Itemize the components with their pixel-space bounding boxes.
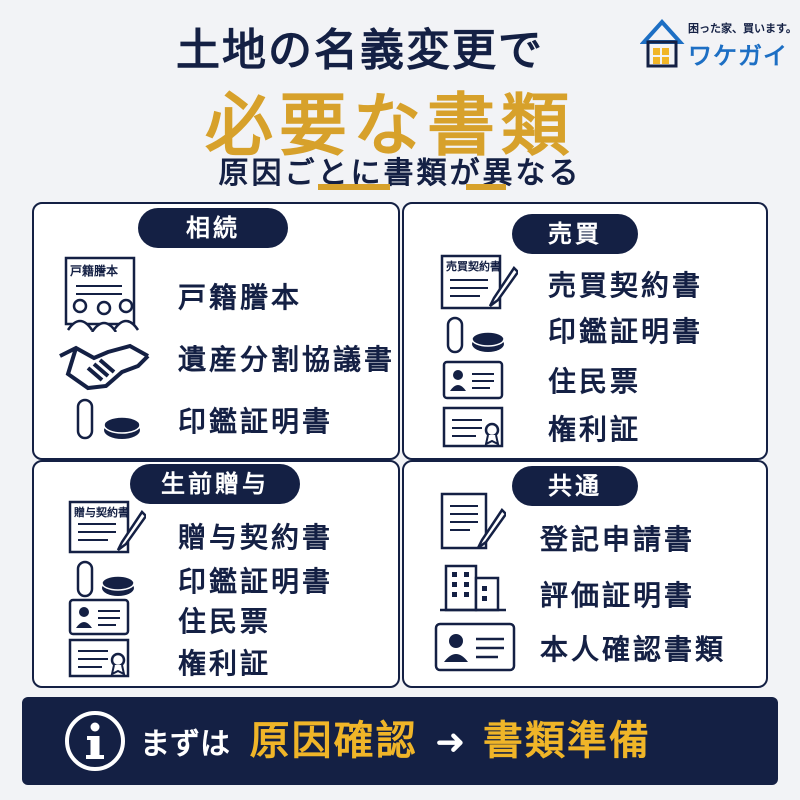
common-item-2: 評価証明書 xyxy=(540,579,696,612)
title-line-2: 必要な書類 xyxy=(204,87,575,166)
id-card-icon xyxy=(442,360,504,400)
banner-text: まずは 原因確認 ➜ 書類準備 xyxy=(140,697,651,785)
gift-item-1: 贈与契約書 xyxy=(178,521,334,554)
gift-item-4: 権利証 xyxy=(178,647,272,680)
family-register-icon xyxy=(64,256,140,332)
certificate-icon xyxy=(68,638,130,678)
title-line-1: 土地の名義変更で xyxy=(176,25,544,76)
inheritance-item-2: 遺産分割協議書 xyxy=(178,343,396,376)
bottom-banner: まずは 原因確認 ➜ 書類準備 xyxy=(22,697,778,785)
sale-item-2: 印鑑証明書 xyxy=(548,315,704,348)
id-card-icon xyxy=(434,622,516,672)
application-form-icon xyxy=(440,492,506,550)
brand-logo: 困った家、買います。 ワケガイ xyxy=(640,14,797,74)
common-item-3: 本人確認書類 xyxy=(540,633,727,666)
gift-contract-icon xyxy=(68,500,146,554)
gift-contract-doc-label: 贈与契約書 xyxy=(74,506,129,519)
sale-contract-doc-label: 売買契約書 xyxy=(446,260,501,273)
arrow-right-icon: ➜ xyxy=(435,722,466,763)
sale-item-1: 売買契約書 xyxy=(548,269,704,302)
building-icon xyxy=(440,564,506,612)
common-item-1: 登記申請書 xyxy=(540,523,696,556)
sale-item-4: 権利証 xyxy=(548,413,642,446)
info-icon xyxy=(65,711,125,771)
section-label-gift: 生前贈与 xyxy=(130,464,300,504)
seal-stamp-icon xyxy=(76,560,135,598)
subtitle: 原因ごとに書類が異なる xyxy=(218,156,582,191)
inheritance-item-3: 印鑑証明書 xyxy=(178,405,334,438)
certificate-icon xyxy=(442,406,504,448)
inheritance-item-1: 戸籍謄本 xyxy=(178,281,303,314)
seal-stamp-icon xyxy=(446,316,505,354)
handshake-icon xyxy=(59,343,150,391)
sale-item-3: 住民票 xyxy=(548,365,642,398)
banner-step-1: 原因確認 xyxy=(249,718,418,764)
section-label-common: 共通 xyxy=(512,466,638,506)
banner-step-2: 書類準備 xyxy=(482,718,651,764)
house-logo-icon xyxy=(640,19,685,68)
logo-tagline: 困った家、買います。 xyxy=(688,22,797,35)
id-card-icon xyxy=(68,598,130,636)
logo-brand-name: ワケガイ xyxy=(688,42,788,70)
sale-contract-icon xyxy=(440,254,518,310)
banner-prefix: まずは xyxy=(140,727,230,762)
section-label-inheritance: 相続 xyxy=(138,208,288,248)
seal-stamp-icon xyxy=(76,398,141,440)
subtitle-underline xyxy=(318,184,390,190)
gift-item-2: 印鑑証明書 xyxy=(178,565,334,598)
section-label-sale: 売買 xyxy=(512,214,638,254)
subtitle-underline-2 xyxy=(466,184,506,190)
family-register-doc-label: 戸籍謄本 xyxy=(70,264,119,278)
gift-item-3: 住民票 xyxy=(178,605,272,638)
